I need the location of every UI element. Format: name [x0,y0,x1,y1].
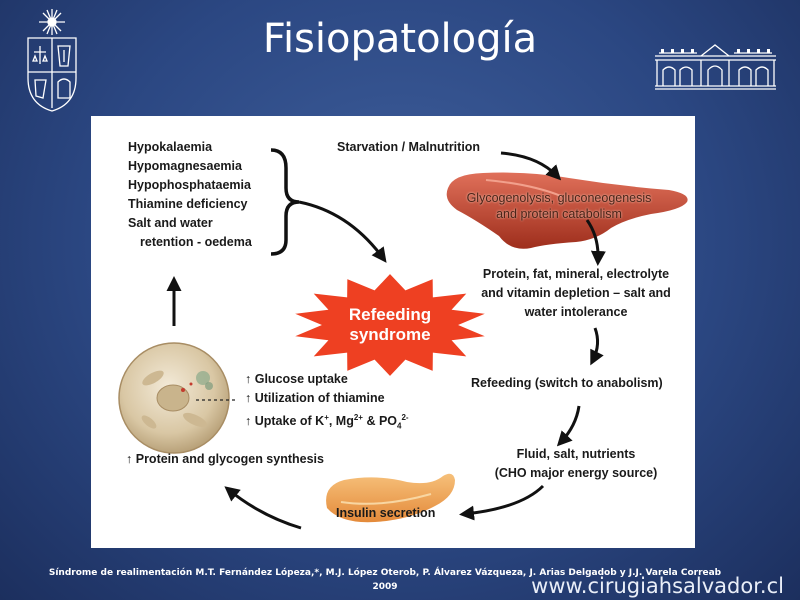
arrow-starvation-to-liver [500,151,562,181]
depletion-line-1: Protein, fat, mineral, electrolyte [482,267,670,281]
arrow-bracket-to-syndrome [298,200,387,263]
synthesis-item: ↑ Protein and glycogen synthesis [126,450,324,469]
depletion-line-3: water intolerance [524,305,628,319]
phosphate-subscript: 4 [397,421,402,431]
glucose-uptake-item: ↑ Glucose uptake [245,370,409,389]
fluid-line-2: (CHO major energy source) [494,466,658,480]
symptom-thiamine-deficiency: Thiamine deficiency [128,197,248,211]
university-crest-icon [27,9,77,112]
starvation-label: Starvation / Malnutrition [337,140,481,154]
minerals-item: ↑ Uptake of K+, Mg2+ & PO42- [245,408,409,436]
magnesium-label: , Mg [328,414,354,429]
pancreas-illustration [326,473,455,523]
refeeding-syndrome-label: Refeeding syndrome [320,305,460,345]
thiamine-item: ↑ Utilization of thiamine [245,389,409,408]
arrow-liver-to-depletion [585,219,606,266]
symptom-hypomagnesaemia: Hypomagnesaemia [128,159,242,173]
up-arrow-icon: ↑ [245,391,252,405]
magnesium-charge: 2+ [353,413,363,422]
phosphate-charge: 2- [401,413,409,422]
depletion-label: Protein, fat, mineral, electrolyte and v… [461,265,691,322]
cell-illustration [118,342,230,454]
symptom-salt-water: Salt and water [128,216,213,230]
potassium-charge: + [324,413,329,422]
refeeding-starburst [289,271,491,379]
glucose-uptake-label: Glucose uptake [254,372,348,386]
slide-title: Fisiopatología [262,16,538,62]
arrow-insulin-to-synthesis [224,486,302,530]
minerals-label: Uptake of K [254,414,325,429]
up-arrow-icon: ↑ [245,414,252,429]
phosphate-label: & PO [362,414,398,429]
arrow-refeeding-to-fluid [556,405,581,447]
liver-process-line-1: Glycogenolysis, gluconeogenesis [466,191,652,205]
fluid-line-1: Fluid, salt, nutrients [516,447,636,461]
fluid-label: Fluid, salt, nutrients (CHO major energy… [461,445,691,483]
synthesis-label: Protein and glycogen synthesis [135,452,324,466]
reference-year: 2009 [372,582,398,592]
liver-process-line-2: and protein catabolism [496,207,622,221]
syndrome-line-1: Refeeding [348,305,432,324]
symptom-hypokalaemia: Hypokalaemia [128,140,213,154]
refeeding-diagram: Hypokalaemia Hypomagnesaemia Hypophospha… [91,116,695,548]
up-arrow-icon: ↑ [126,452,133,466]
symptoms-bracket [270,148,300,256]
reference-citation: Síndrome de realimentación M.T. Fernánde… [40,566,730,594]
symptom-hypophosphataemia: Hypophosphataemia [128,178,251,192]
insulin-label: Insulin secretion [336,506,436,520]
building-logo-icon [655,44,776,90]
up-arrow-icon: ↑ [245,372,252,386]
symptoms-list: Hypokalaemia Hypomagnesaemia Hypophospha… [128,138,252,252]
website-url: www.cirugiahsalvador.cl [531,574,784,598]
liver-illustration [446,172,688,249]
depletion-line-2: and vitamin depletion – salt and [481,286,671,300]
syndrome-line-2: syndrome [349,325,431,344]
thiamine-label: Utilization of thiamine [254,391,385,405]
refeeding-label: Refeeding (switch to anabolism) [471,376,663,390]
symptom-oedema: retention - oedema [140,235,252,249]
arrow-fluid-to-insulin [459,484,545,521]
liver-process-label: Glycogenolysis, gluconeogenesis and prot… [449,190,669,222]
uptake-list: ↑ Glucose uptake ↑ Utilization of thiami… [245,370,409,436]
reference-text: Síndrome de realimentación M.T. Fernánde… [48,568,722,578]
arrow-depletion-to-refeeding [590,327,604,366]
